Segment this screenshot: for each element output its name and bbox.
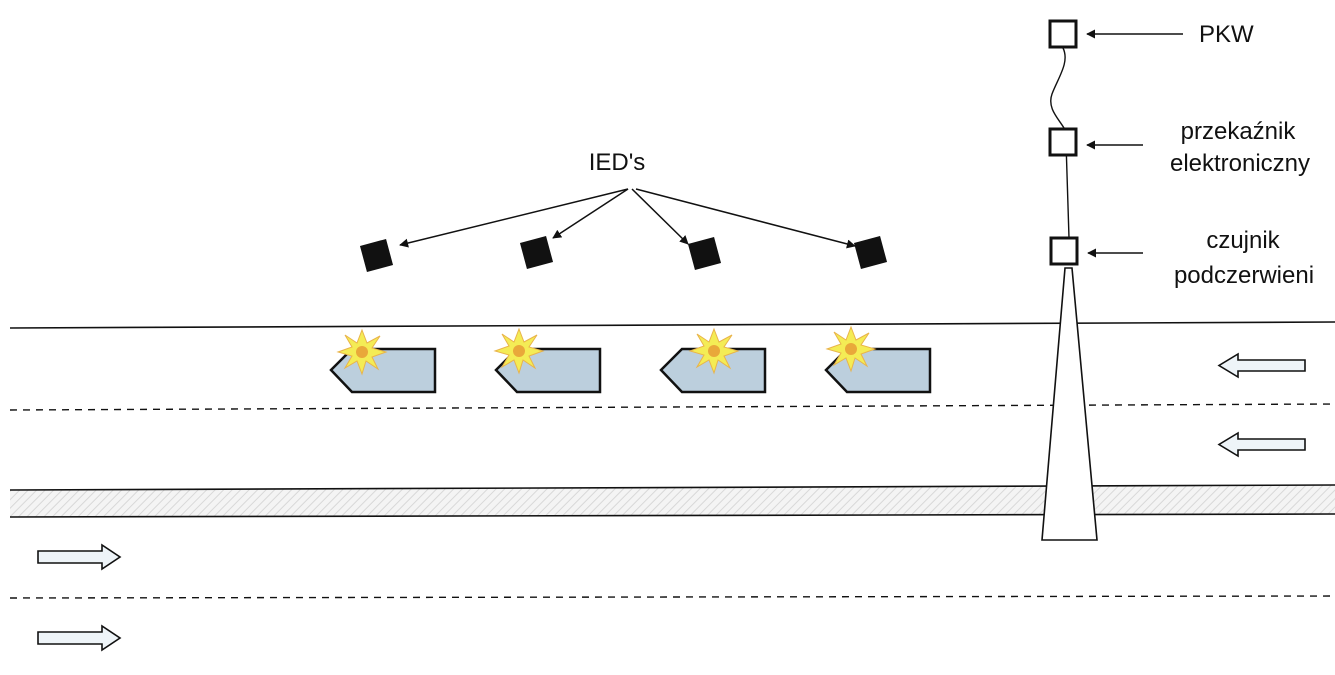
median-edge-bottom	[9, 513, 1335, 518]
vehicle	[824, 325, 932, 394]
sensor-box-icon	[1049, 236, 1079, 266]
left-arrow-icon	[1217, 431, 1306, 458]
lane-divider-upper	[9, 403, 1335, 411]
ied-pointers	[399, 188, 856, 249]
road	[9, 321, 1335, 599]
sensor-label-line-2: podczerwieni	[1174, 262, 1314, 289]
explosion-icon	[336, 328, 388, 376]
explosion-icon	[688, 327, 740, 375]
ied-pointer-arrow	[631, 188, 689, 245]
ied-box-icon	[519, 235, 554, 270]
ied-label: IED's	[589, 149, 646, 176]
sensor-label-line-1: czujnik	[1206, 227, 1280, 254]
lane-arrows	[37, 352, 1306, 652]
vehicle	[659, 327, 767, 394]
ied-boxes	[359, 235, 888, 273]
median-edge-top	[9, 484, 1335, 491]
right-arrow-icon	[37, 543, 122, 571]
right-arrow-icon	[37, 624, 122, 652]
road-edge-top	[9, 321, 1335, 329]
mast-cable	[1050, 47, 1070, 239]
sensor-mast	[1041, 19, 1098, 541]
relay-label-line-2: elektroniczny	[1170, 150, 1310, 177]
vehicle-icon	[329, 347, 437, 394]
mast-pole	[1041, 267, 1098, 541]
relay-label-line-1: przekaźnik	[1181, 118, 1297, 145]
pkw-box-icon	[1048, 19, 1078, 49]
ied-pointer-arrow	[635, 188, 856, 249]
ied-pointer-arrow	[399, 188, 629, 248]
vehicle	[329, 328, 437, 394]
lane-divider-lower	[9, 595, 1335, 599]
pkw-label: PKW	[1199, 21, 1254, 48]
ied-box-icon	[687, 236, 722, 271]
ied-box-icon	[853, 235, 888, 270]
convoy	[329, 325, 932, 394]
relay-box-icon	[1048, 127, 1078, 157]
ied-box-icon	[359, 238, 394, 273]
explosion-icon	[493, 327, 545, 375]
ied-pointer-arrow	[552, 188, 629, 239]
left-arrow-icon	[1217, 352, 1306, 379]
explosion-icon	[825, 325, 877, 373]
vehicle	[493, 327, 602, 394]
median-strip	[10, 485, 1335, 517]
